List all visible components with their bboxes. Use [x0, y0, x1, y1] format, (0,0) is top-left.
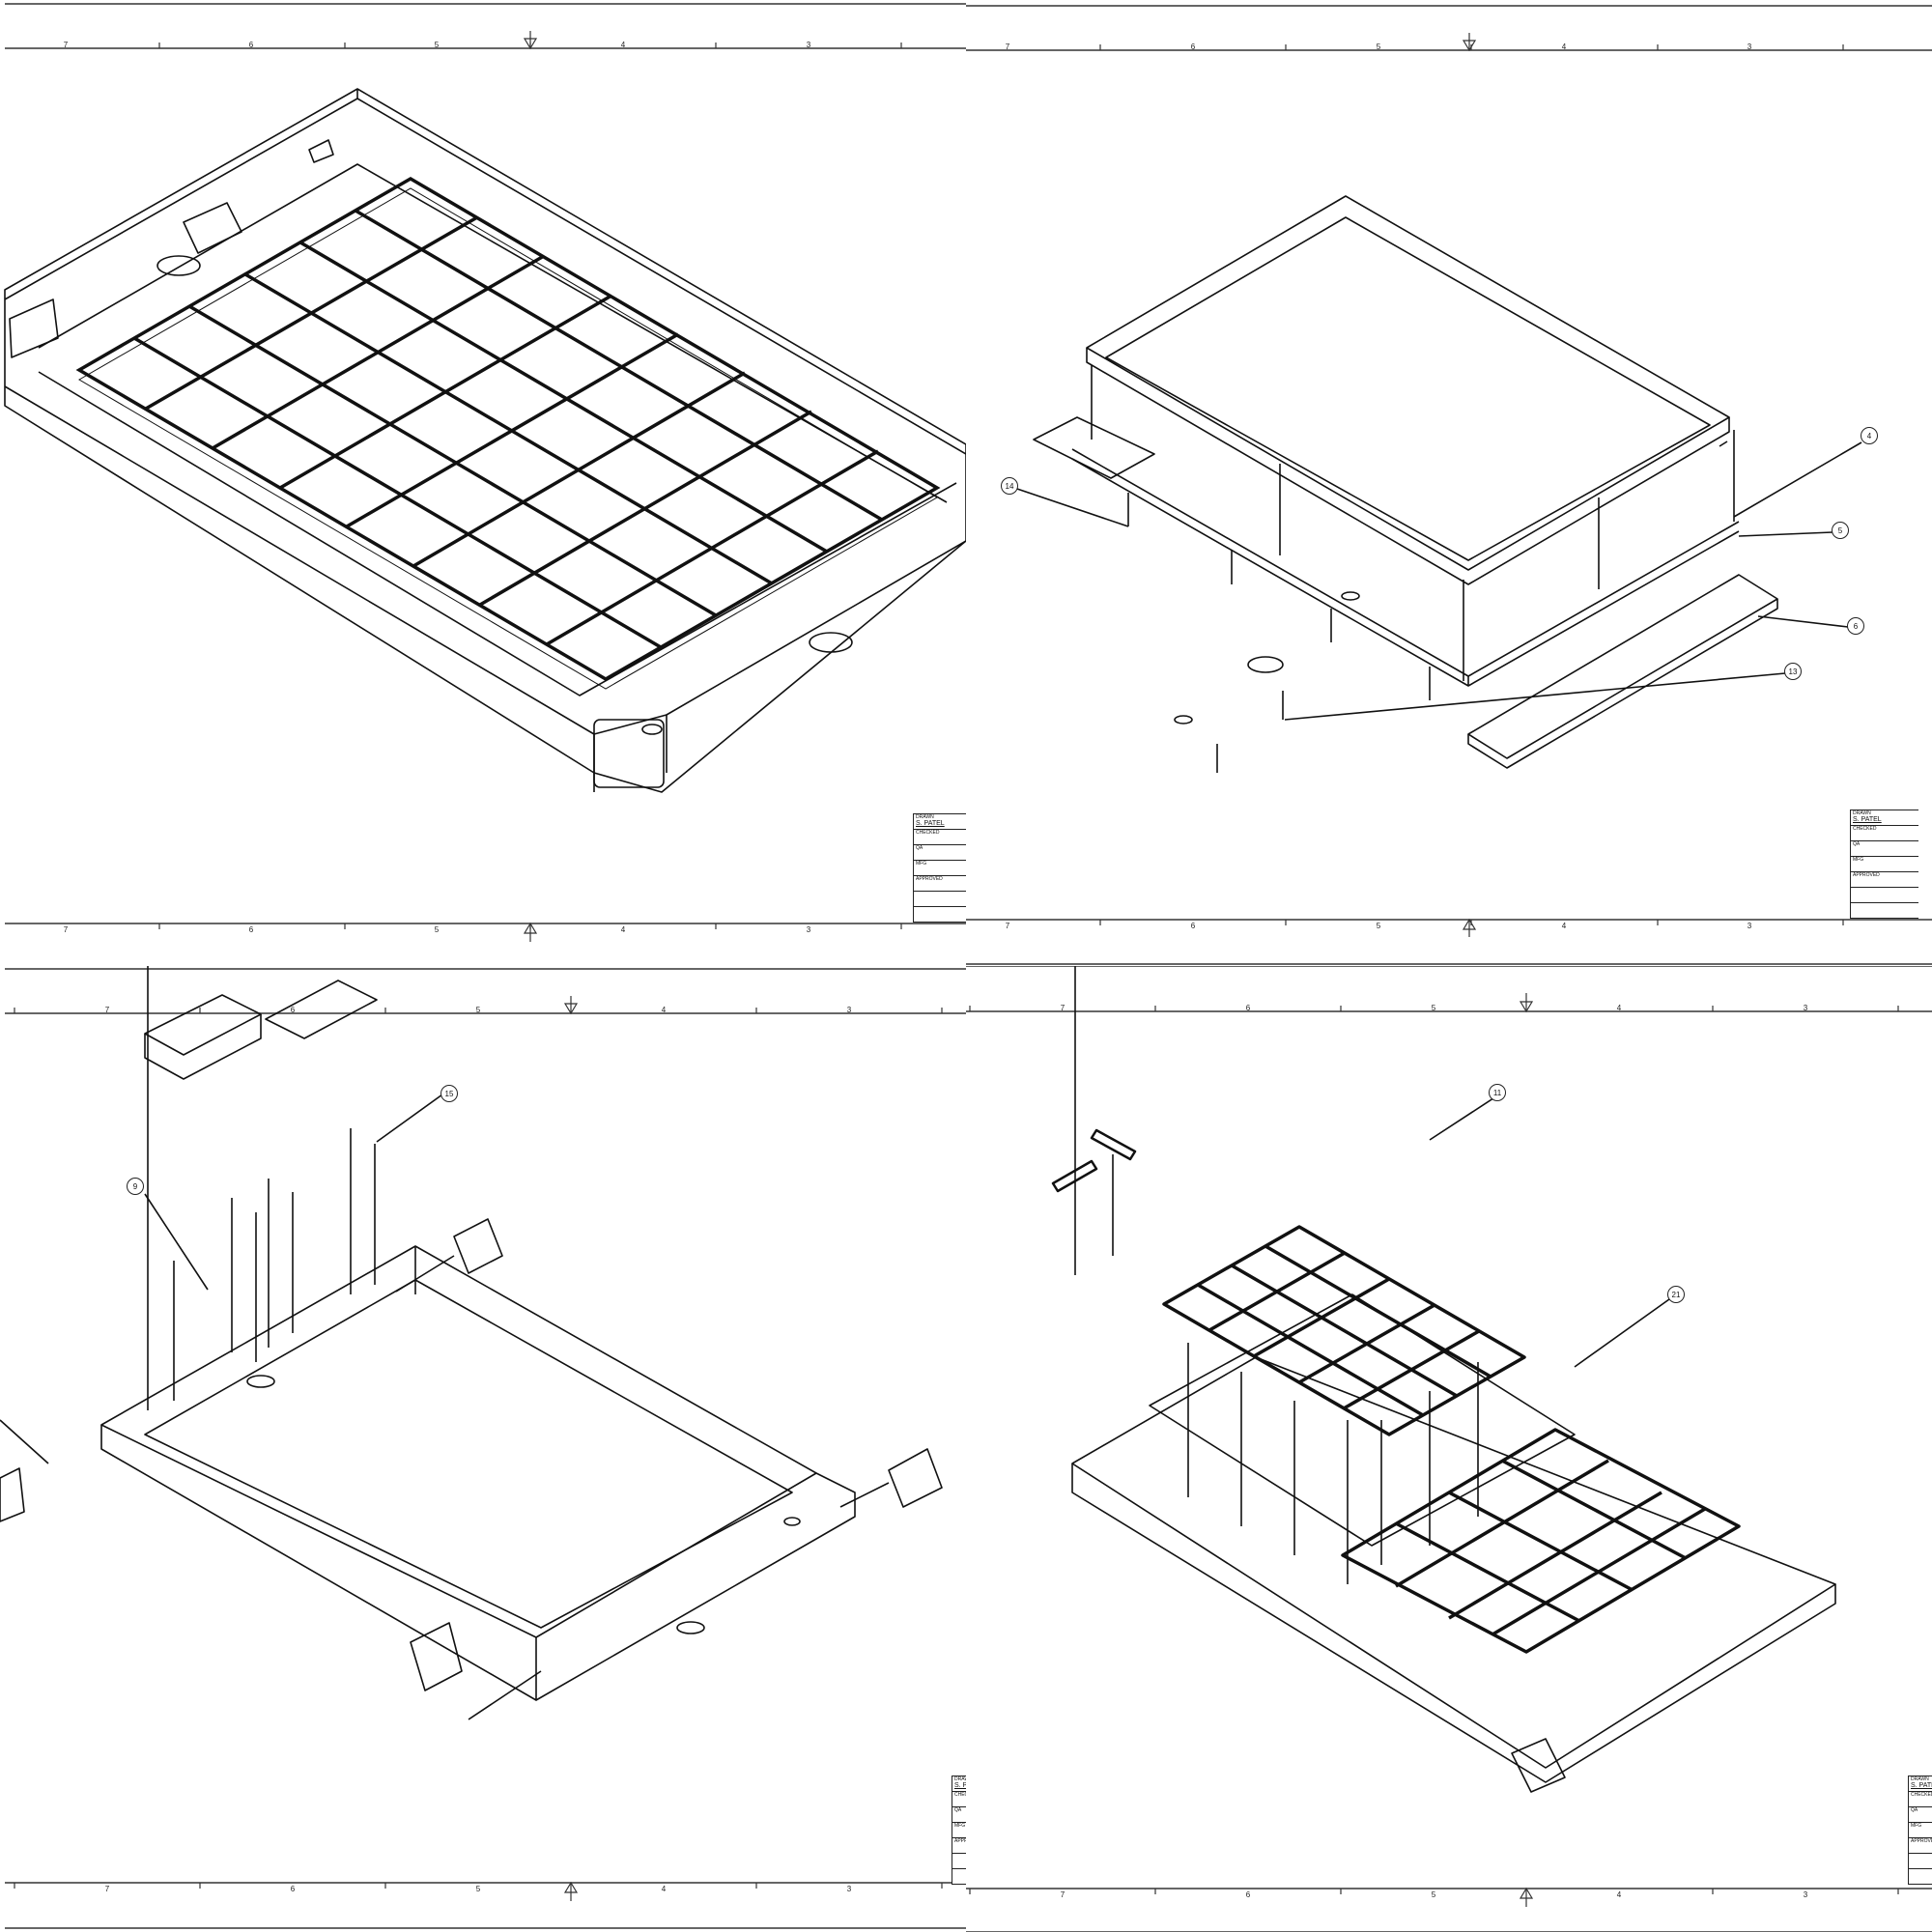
- drawn-by: S. PATEL: [1853, 816, 1882, 823]
- ruler-label: 3: [1747, 922, 1752, 930]
- balloon-item-5[interactable]: 5: [1832, 522, 1849, 539]
- drawn-by: S. PATEL: [916, 820, 945, 827]
- ruler-label: 5: [475, 1006, 481, 1014]
- balloon-item-14[interactable]: 14: [1001, 477, 1018, 495]
- ruler-label: 6: [290, 1006, 296, 1014]
- balloon-item-21[interactable]: 21: [1667, 1286, 1685, 1303]
- ruler-label: 4: [620, 925, 626, 934]
- balloon-item-11[interactable]: 11: [1489, 1084, 1506, 1101]
- exploded-tray-frame-drawing: [0, 966, 966, 1929]
- qa-label: QA: [954, 1807, 962, 1813]
- ruler-label: 3: [806, 925, 811, 934]
- ruler-label: 3: [1747, 43, 1752, 51]
- ruler-label: 7: [1060, 1004, 1065, 1012]
- balloon-item-13[interactable]: 13: [1784, 663, 1802, 680]
- drawn-label: DRAWN: [954, 1776, 966, 1782]
- cell-grid: [75, 176, 941, 682]
- checked-label: CHECKED: [916, 830, 940, 836]
- ruler-label: 3: [846, 1885, 852, 1893]
- qa-label: QA: [1911, 1807, 1918, 1813]
- ruler-label: 4: [1616, 1890, 1622, 1899]
- checked-label: CHECKED: [1911, 1792, 1932, 1798]
- drawn-label: DRAWN: [1853, 810, 1871, 816]
- drawn-by: S. PATEL: [1911, 1782, 1932, 1789]
- checked-label: CHECKED: [1853, 826, 1877, 832]
- ruler-label: 6: [1190, 922, 1196, 930]
- ruler-label: 6: [1245, 1004, 1251, 1012]
- drawn-by: S. PATEL: [954, 1782, 966, 1789]
- ruler-label: 3: [1803, 1890, 1808, 1899]
- balloon-item-15[interactable]: 15: [440, 1085, 458, 1102]
- balloon-item-4[interactable]: 4: [1861, 427, 1878, 444]
- ruler-label: 7: [63, 41, 69, 49]
- ruler-label: 5: [1431, 1890, 1436, 1899]
- qa-label: QA: [1853, 841, 1861, 847]
- ruler-label: 7: [1060, 1890, 1065, 1899]
- drawn-label: DRAWN: [1911, 1776, 1929, 1782]
- balloon-item-6[interactable]: 6: [1847, 617, 1864, 635]
- ruler-label: 3: [846, 1006, 852, 1014]
- approved-label: APPROVED: [1853, 872, 1880, 878]
- ruler-label: 6: [248, 41, 254, 49]
- ruler-label: 4: [620, 41, 626, 49]
- assembled-tray-drawing: [4, 3, 966, 942]
- ruler-label: 6: [1245, 1890, 1251, 1899]
- ruler-label: 7: [104, 1885, 110, 1893]
- ruler-label: 5: [434, 925, 440, 934]
- ruler-label: 7: [1005, 922, 1010, 930]
- ruler-label: 4: [661, 1006, 667, 1014]
- ruler-label: 7: [1005, 43, 1010, 51]
- checked-label: CHECKED: [954, 1792, 966, 1798]
- mfg-label: MFG: [954, 1823, 966, 1829]
- ruler-label: 4: [661, 1885, 667, 1893]
- ruler-label: 3: [806, 41, 811, 49]
- ruler-label: 6: [290, 1885, 296, 1893]
- ruler-label: 4: [1561, 922, 1567, 930]
- mfg-label: MFG: [916, 861, 927, 867]
- mfg-label: MFG: [1911, 1823, 1922, 1829]
- ruler-label: 6: [1190, 43, 1196, 51]
- approved-label: APPROVED: [954, 1838, 966, 1844]
- exploded-frame-drawing: [966, 5, 1932, 965]
- ruler-label: 5: [1376, 43, 1381, 51]
- qa-label: QA: [916, 845, 923, 851]
- ruler-label: 5: [1376, 922, 1381, 930]
- mfg-label: MFG: [1853, 857, 1864, 863]
- approved-label: APPROVED: [1911, 1838, 1932, 1844]
- ruler-label: 5: [475, 1885, 481, 1893]
- ruler-label: 5: [434, 41, 440, 49]
- ruler-label: 7: [104, 1006, 110, 1014]
- exploded-grid-drawing: [966, 966, 1932, 1932]
- drawn-label: DRAWN: [916, 814, 934, 820]
- ruler-label: 4: [1616, 1004, 1622, 1012]
- approved-label: APPROVED: [916, 876, 943, 882]
- ruler-label: 6: [248, 925, 254, 934]
- ruler-label: 3: [1803, 1004, 1808, 1012]
- ruler-label: 5: [1431, 1004, 1436, 1012]
- ruler-label: 4: [1561, 43, 1567, 51]
- ruler-label: 7: [63, 925, 69, 934]
- balloon-item-9[interactable]: 9: [127, 1178, 144, 1195]
